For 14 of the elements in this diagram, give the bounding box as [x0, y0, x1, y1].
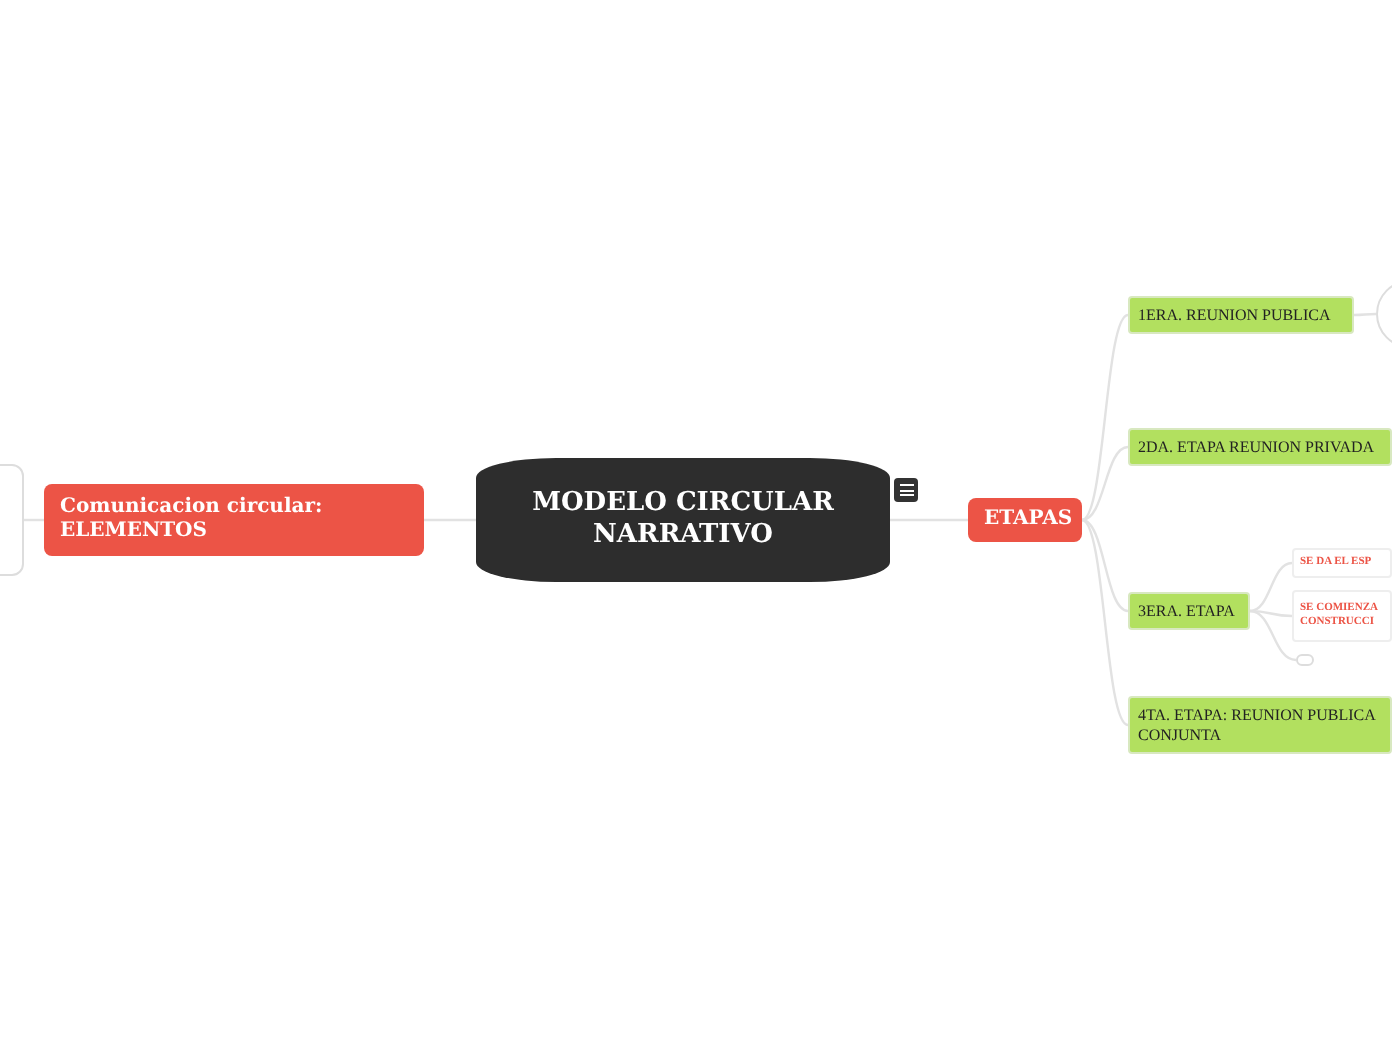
central-topic: MODELO CIRCULAR NARRATIVO — [476, 458, 890, 582]
topic-box: Comunicacion circular: ELEMENTOS — [44, 484, 424, 556]
subtopic-box: 4TA. ETAPA: REUNION PUBLICA CONJUNTA — [1128, 696, 1392, 754]
empty-topic-box — [1296, 654, 1314, 666]
connector-line — [1081, 519, 1129, 726]
connector-line — [1249, 561, 1293, 613]
subtopic-box: 1ERA. REUNION PUBLICA — [1128, 296, 1354, 334]
connector-line — [1081, 314, 1129, 521]
connector-line — [1081, 445, 1129, 522]
connector-line — [1249, 609, 1297, 662]
topic-box: ETAPAS — [968, 498, 1082, 542]
subtopic-box: 3ERA. ETAPA — [1128, 592, 1250, 630]
subtopic-box: 2DA. ETAPA REUNION PRIVADA — [1128, 428, 1392, 466]
connector-line — [1081, 518, 1129, 613]
